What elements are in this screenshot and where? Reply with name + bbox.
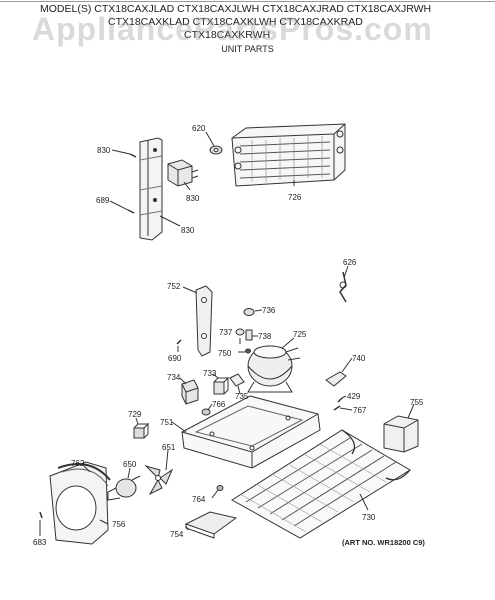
callout-730: 730: [362, 513, 376, 522]
callout-755: 755: [410, 398, 424, 407]
callout-689: 689: [96, 196, 110, 205]
art-number: (ART NO. WR18200 C9): [342, 538, 425, 547]
callout-725: 725: [293, 330, 307, 339]
callout-726: 726: [288, 193, 302, 202]
callout-735: 735: [235, 392, 249, 401]
grommet-764: [216, 485, 224, 491]
callout-626: 626: [343, 258, 357, 267]
callout-740: 740: [352, 354, 366, 363]
callout-labels: 830 620 726 689 830 830 626 752 736 737 …: [33, 124, 425, 547]
callout-683: 683: [33, 538, 47, 547]
section-title: UNIT PARTS: [221, 44, 274, 54]
callout-754: 754: [170, 530, 184, 539]
callout-734: 734: [167, 373, 181, 382]
part-626: [339, 271, 347, 303]
callout-762: 762: [71, 459, 85, 468]
fan-motor-650: [107, 475, 141, 501]
header-rule: [0, 1, 495, 2]
callout-729: 729: [128, 410, 142, 419]
callout-736: 736: [262, 306, 276, 315]
callout-830-b: 830: [186, 194, 200, 203]
callout-651: 651: [162, 443, 176, 452]
bracket-rail: [139, 137, 163, 241]
callout-738: 738: [258, 332, 272, 341]
grommet-766: [201, 408, 211, 416]
fittings: [235, 308, 263, 354]
model-list: MODEL(S) CTX18CAXJLAD CTX18CAXJLWH CTX18…: [40, 3, 431, 42]
callout-429: 429: [347, 392, 361, 401]
part-729: [133, 422, 150, 439]
fan-blade-651: [144, 464, 174, 496]
coil-726: [231, 123, 346, 187]
callout-756: 756: [112, 520, 126, 529]
relay-734: [181, 379, 199, 405]
clip-740: [325, 371, 347, 387]
screw-689: [127, 209, 135, 214]
callout-750: 750: [218, 349, 232, 358]
callout-830-a: 830: [97, 146, 111, 155]
callout-767: 767: [353, 406, 367, 415]
callout-766: 766: [212, 400, 226, 409]
callout-752: 752: [167, 282, 181, 291]
bracket-755: [383, 415, 419, 453]
callout-733: 733: [203, 369, 217, 378]
model-line: MODEL(S) CTX18CAXJLAD CTX18CAXJLWH CTX18…: [40, 3, 432, 15]
cover-735: [229, 373, 245, 387]
grommet-620: [209, 145, 223, 155]
screw-830: [129, 153, 137, 158]
fan-shroud-762: [49, 461, 111, 545]
callout-751: 751: [160, 418, 174, 427]
condenser-730: [231, 429, 411, 539]
overload-733: [213, 376, 230, 395]
base-pan-751: [181, 395, 321, 469]
bracket-752: [195, 285, 213, 357]
model-line: CTX18CAXKRWH: [184, 29, 271, 41]
screw-767: [333, 405, 341, 411]
screw-429: [337, 397, 343, 403]
compressor-725: [247, 345, 301, 393]
model-line: CTX18CAXKLAD CTX18CAXKLWH CTX18CAXKRAD: [108, 16, 363, 28]
screw-683: [39, 511, 43, 519]
relay-block: [167, 159, 199, 187]
drain-pan-754: [184, 511, 238, 539]
callout-690: 690: [168, 354, 182, 363]
callout-650: 650: [123, 460, 137, 469]
callout-620: 620: [192, 124, 206, 133]
callout-737: 737: [219, 328, 233, 337]
callout-830-c: 830: [181, 226, 195, 235]
callout-764: 764: [192, 495, 206, 504]
